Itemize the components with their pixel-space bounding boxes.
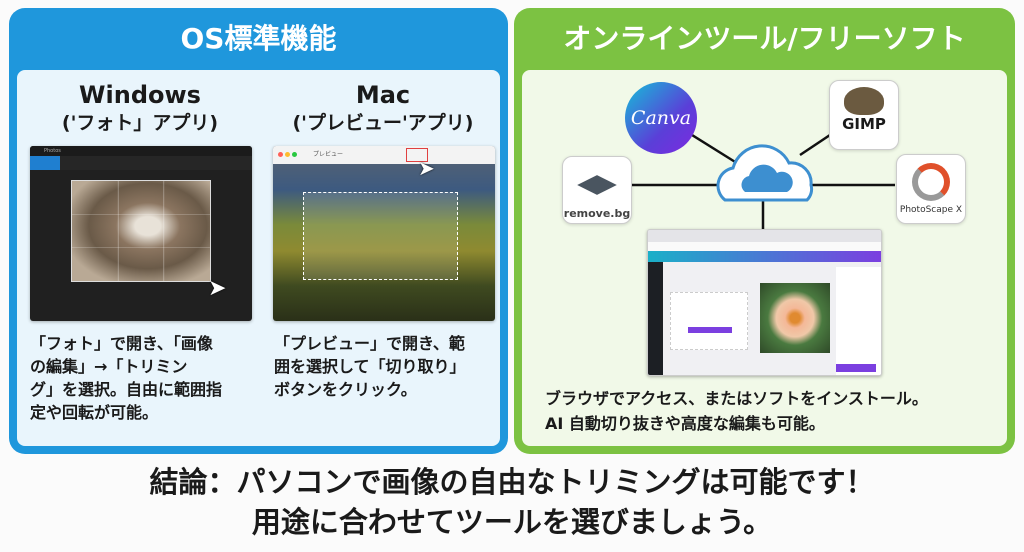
layers-icon: [577, 175, 617, 195]
mac-description: 「プレビュー」で開き、範 囲を選択して「切り取り」 ボタンをクリック。: [274, 332, 506, 401]
canva-sidebar: [648, 262, 663, 375]
desc-line: の編集」→「トリミン: [30, 357, 188, 376]
canva-browser-screenshot: [647, 229, 882, 376]
mac-preview-screenshot: プレビュー ➤: [273, 146, 495, 321]
windows-heading: Windows: [79, 81, 201, 109]
tool-name: GIMP: [842, 115, 886, 133]
windows-heading-block: Windows ('フォト」アプリ): [25, 80, 255, 136]
canva-toolbar: [648, 251, 881, 262]
gimp-logo: GIMP: [829, 80, 899, 150]
desc-line: 囲を選択して「切り取り」: [274, 357, 466, 376]
canva-logo: Canva: [625, 82, 697, 154]
crop-button[interactable]: [406, 148, 428, 162]
conclusion: 結論：パソコンで画像の自由なトリミングは可能です！ 用途に合わせてツールを選びま…: [0, 462, 1024, 542]
app-title: Photos: [30, 146, 252, 156]
crop-grid[interactable]: [72, 181, 210, 281]
desc-line: 「フォト」で開き、「画像: [30, 334, 213, 353]
online-tools-description: ブラウザでアクセス、またはソフトをインストール。 AI 自動切り抜きや高度な編集…: [545, 386, 928, 436]
gimp-mascot-icon: [844, 87, 884, 115]
save-button[interactable]: [30, 156, 60, 170]
photoscape-logo: PhotoScape X: [896, 154, 966, 224]
cloud-icon: [716, 144, 814, 202]
selection-box[interactable]: [303, 192, 458, 280]
mac-subheading: ('プレビュー'アプリ): [292, 112, 474, 134]
flower-image: [760, 283, 830, 353]
tool-name: remove.bg: [563, 207, 631, 220]
panel-title: OS標準機能: [180, 22, 337, 55]
mac-heading: Mac: [355, 81, 411, 109]
desc-line: ボタンをクリック。: [274, 380, 417, 399]
windows-photos-screenshot: Photos ➤: [30, 146, 252, 321]
mac-heading-block: Mac ('プレビュー'アプリ): [268, 80, 498, 136]
removebg-logo: remove.bg: [562, 156, 632, 224]
app-title: プレビュー: [313, 151, 344, 158]
desc-line: グ」を選択。自由に範囲指: [30, 380, 223, 399]
upload-area[interactable]: [670, 292, 748, 350]
desc-line: AI 自動切り抜きや高度な編集も可能。: [545, 414, 825, 433]
desc-line: 定や回転が可能。: [30, 403, 159, 422]
photoscape-icon: [912, 163, 950, 201]
conclusion-line-2: 用途に合わせてツールを選びましょう。: [251, 505, 773, 539]
desc-line: 「プレビュー」で開き、範: [274, 334, 465, 353]
cursor-icon: ➤: [418, 156, 435, 180]
panel-title: オンラインツール/フリーソフト: [563, 22, 966, 55]
windows-subheading: ('フォト」アプリ): [61, 112, 219, 134]
tool-name: PhotoScape X: [899, 205, 963, 215]
conclusion-line-1: 結論：パソコンで画像の自由なトリミングは可能です！: [149, 465, 875, 499]
desc-line: ブラウザでアクセス、またはソフトをインストール。: [545, 389, 928, 408]
windows-description: 「フォト」で開き、「画像 の編集」→「トリミン グ」を選択。自由に範囲指 定や回…: [30, 332, 262, 424]
cat-image: [71, 180, 211, 282]
cursor-icon: ➤: [208, 276, 227, 301]
